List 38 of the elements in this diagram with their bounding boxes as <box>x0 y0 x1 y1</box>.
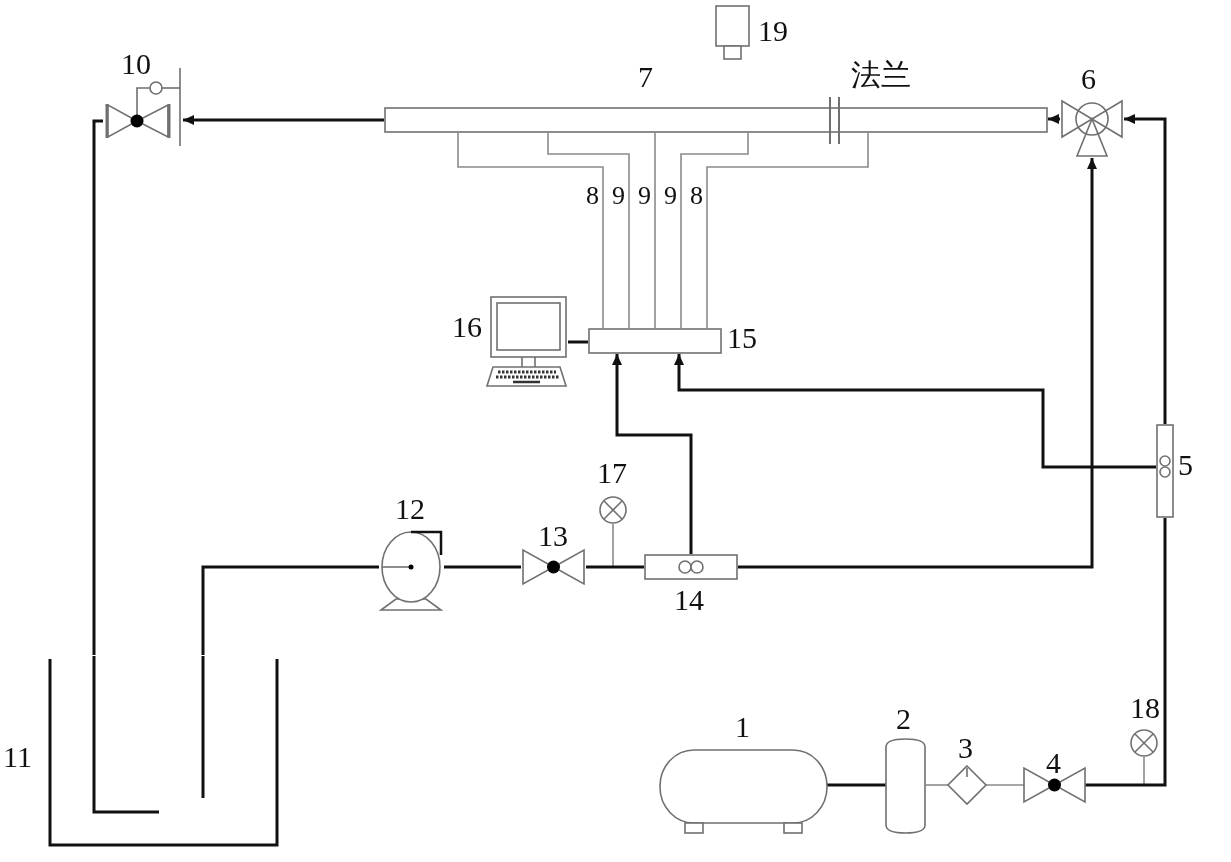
callout-number: 5 <box>1178 450 1193 480</box>
part-label: 法兰 <box>851 60 911 90</box>
callout-number: 13 <box>538 521 568 551</box>
callout-number: 4 <box>1046 748 1061 778</box>
callout-number: 15 <box>727 323 757 353</box>
connector-line <box>1085 518 1167 787</box>
flow-arrow <box>1124 114 1167 424</box>
flow-arrow <box>612 354 693 554</box>
connector-line <box>457 132 604 329</box>
callout-number: 16 <box>452 312 482 342</box>
callout-number: 3 <box>958 733 973 763</box>
connector-line <box>680 132 749 329</box>
connector-line <box>201 565 379 655</box>
flow-arrow <box>738 158 1097 569</box>
callout-number: 2 <box>896 704 911 734</box>
callout-number: 11 <box>3 742 32 772</box>
callout-number: 6 <box>1081 64 1096 94</box>
connector-line <box>586 565 644 569</box>
connector-line <box>444 565 521 569</box>
callout-number: 19 <box>758 16 788 46</box>
flow-arrow <box>183 115 384 125</box>
connector-line <box>925 784 949 786</box>
callout-number: 12 <box>395 494 425 524</box>
connector-line <box>92 119 103 655</box>
connector-line <box>547 132 630 329</box>
flow-arrow <box>1048 114 1060 124</box>
connector-line <box>568 340 588 344</box>
callout-number: 17 <box>597 458 627 488</box>
connector-line <box>985 784 1025 786</box>
connector-line <box>706 132 869 329</box>
callout-number: 18 <box>1130 693 1160 723</box>
callout-number: 1 <box>735 712 750 742</box>
connector-line <box>827 783 886 787</box>
connector-line <box>654 132 656 329</box>
callout-number: 7 <box>638 62 653 92</box>
callout-number: 10 <box>121 49 151 79</box>
flow-arrow <box>674 354 1156 469</box>
callout-number: 14 <box>674 585 704 615</box>
